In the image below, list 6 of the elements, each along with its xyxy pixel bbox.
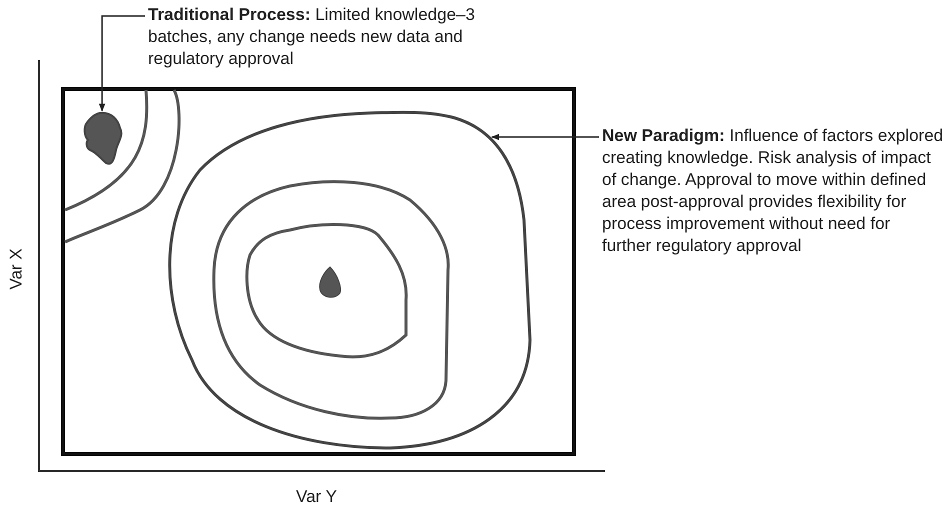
axis-label: Var X (6, 248, 27, 290)
callout-text: New Paradigm: Influence of factors explored creating knowledge. Risk analysis of impact of change. Approval to move within defined area post-approval provides flexibility for process improvement without need for further regulatory approval (602, 125, 944, 257)
leader-arrow (98, 15, 145, 112)
callout-text: Traditional Process: Limited knowledge–3 batches, any change needs new data and regulatory approval (148, 4, 493, 70)
leader-arrow (491, 134, 599, 140)
axis-label: Var Y (296, 486, 337, 508)
